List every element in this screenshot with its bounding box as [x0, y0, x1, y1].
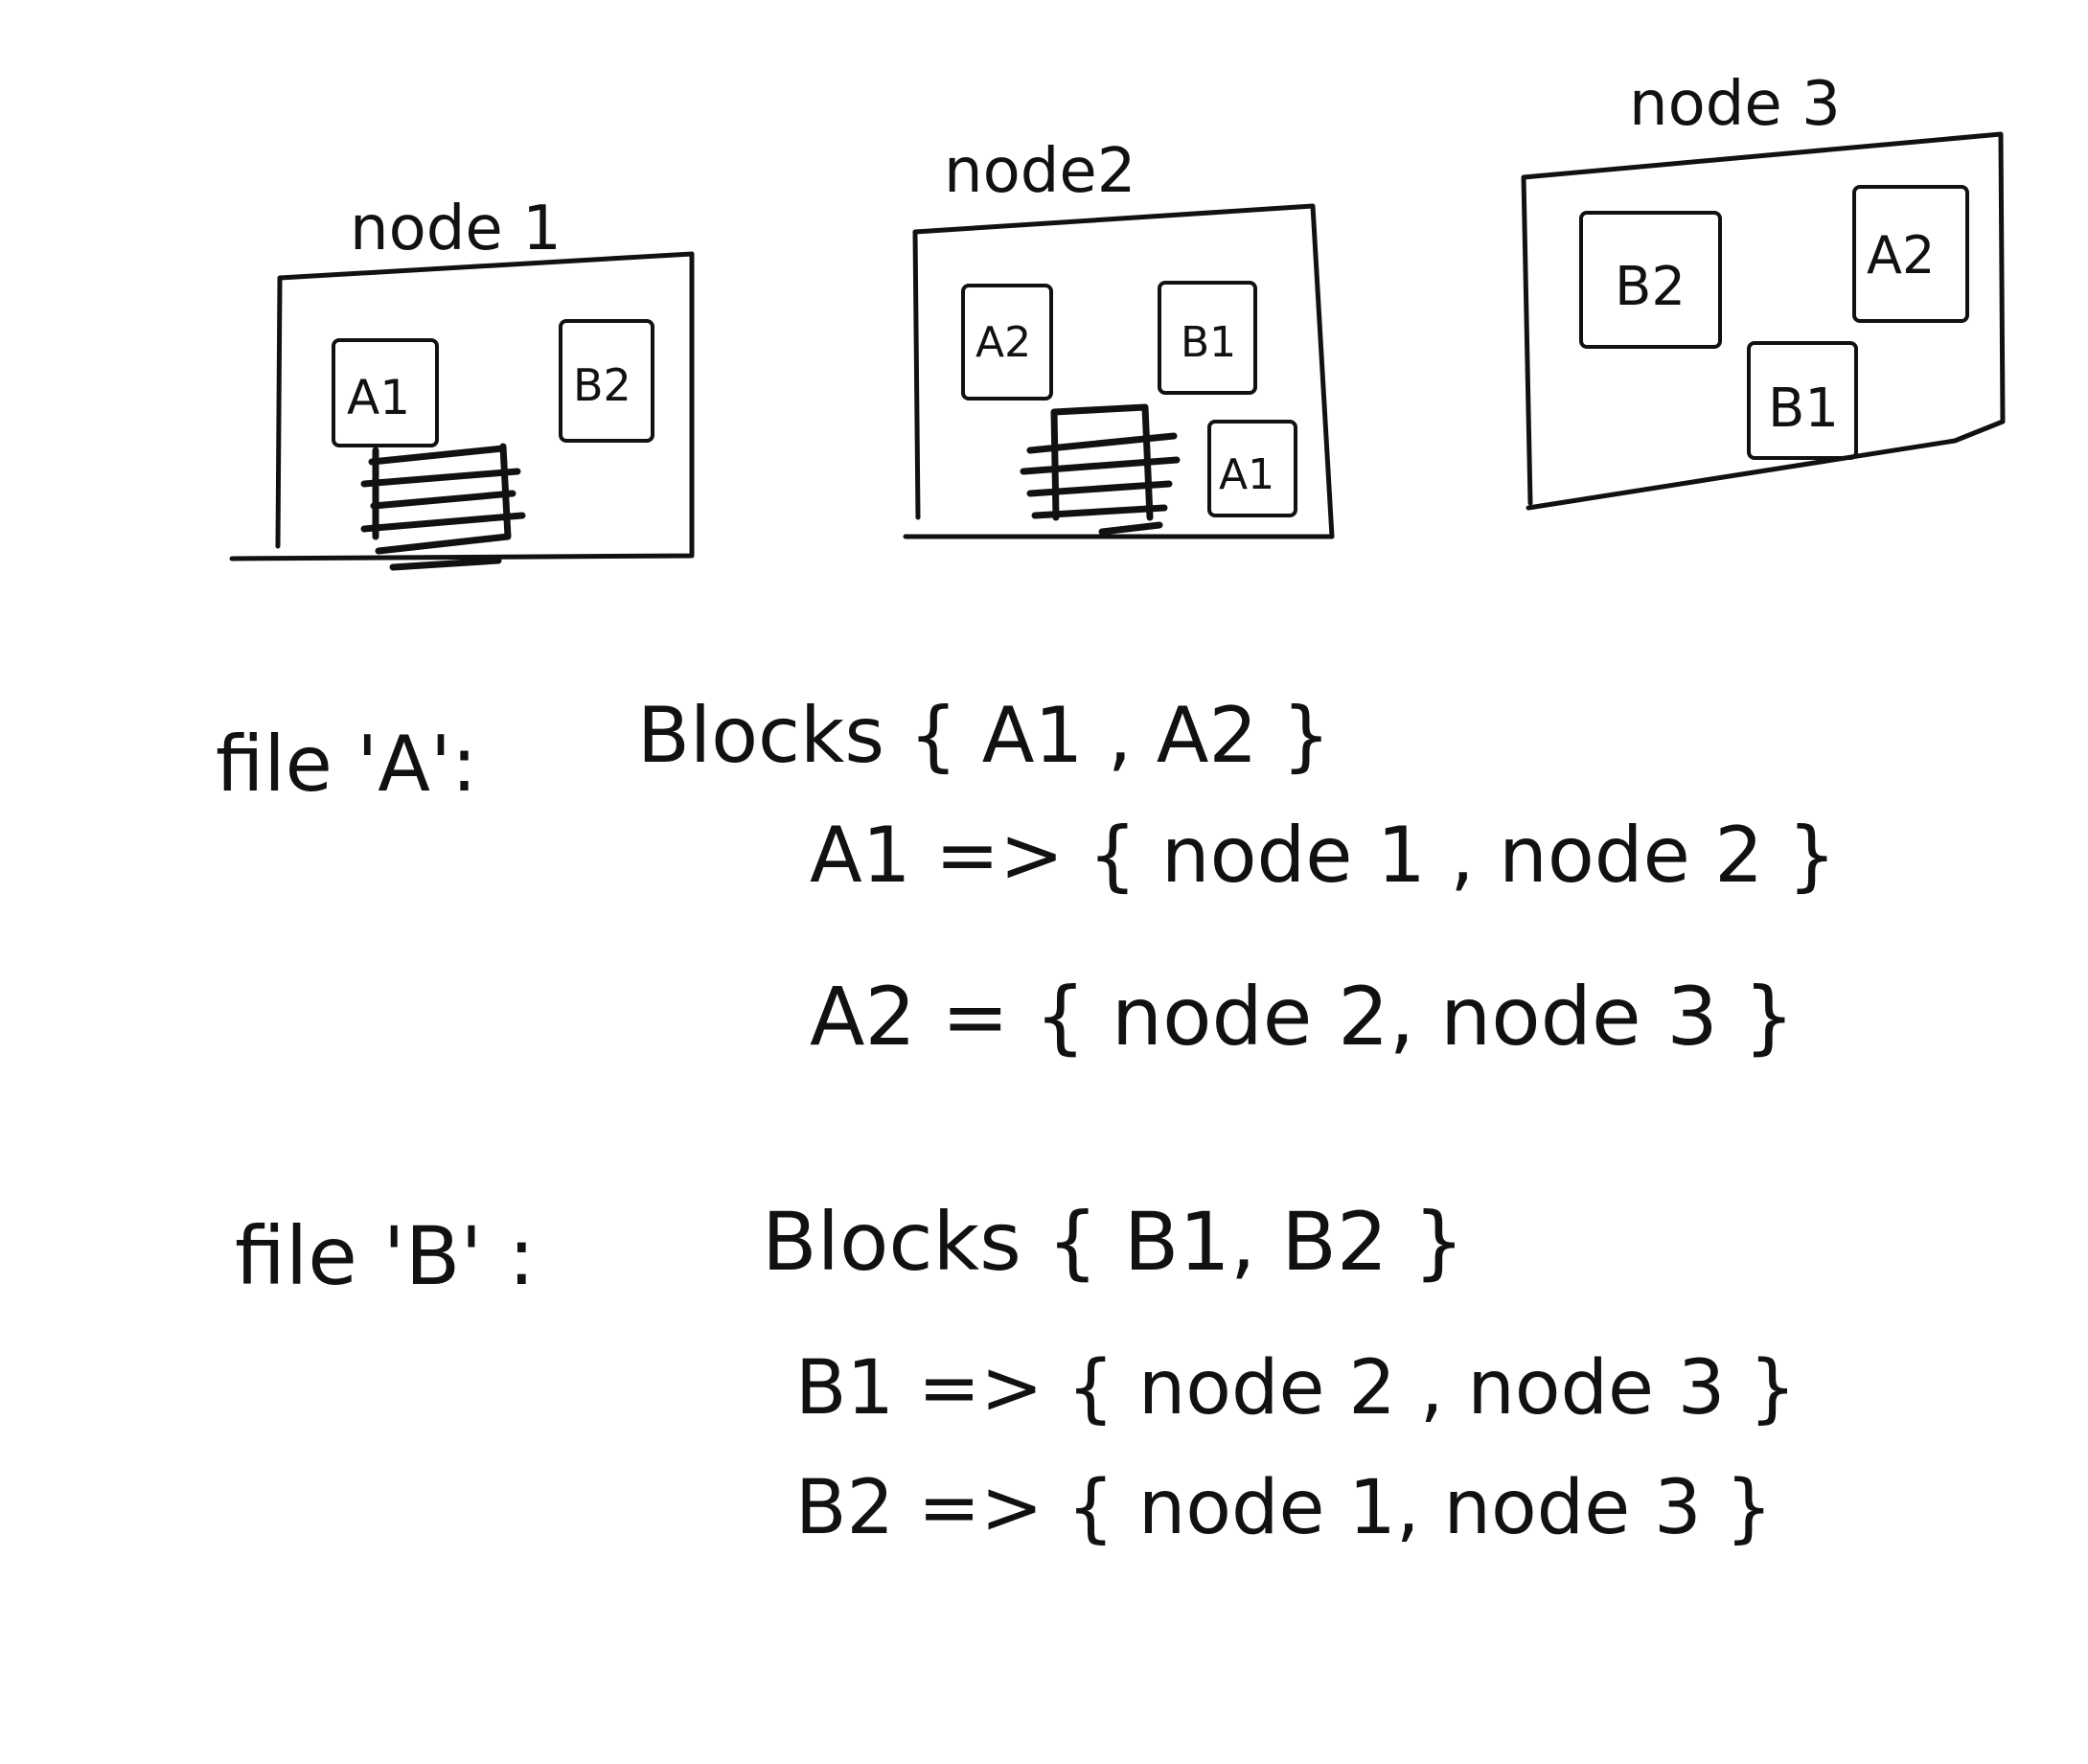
file-b-mapping-b1: B1 => { node 2 , node 3 } [795, 1345, 1797, 1432]
node-1-block-b2: B2 [559, 319, 654, 443]
node-1-block-a1-box [332, 338, 439, 447]
node-1-block-a1-label: A1 [347, 370, 410, 425]
node-3-block-b2-box [1579, 211, 1722, 349]
node-1-block-b2-label: B2 [573, 359, 631, 411]
node-3-box [1521, 131, 2006, 511]
node-2-block-a1-box [1207, 420, 1297, 517]
node-1-crossed-out-block [360, 443, 526, 571]
file-b-blocks: Blocks { B1, B2 } [762, 1195, 1464, 1289]
file-b: file 'B' : Blocks { B1, B2 } B1 => { nod… [235, 1195, 1797, 1551]
file-b-mapping-b2: B2 => { node 1, node 3 } [795, 1465, 1773, 1551]
file-a-label: file 'A': [216, 720, 477, 809]
node-3-block-b2-label: B2 [1615, 256, 1686, 318]
node-2: node2 A2 B1 A1 [903, 136, 1335, 539]
file-a-mapping-a2: A2 = { node 2, node 3 } [810, 970, 1795, 1064]
node-2-label: node2 [944, 136, 1136, 207]
node-2-block-a1: A1 [1207, 420, 1297, 517]
node-1-label: node 1 [350, 194, 562, 264]
node-2-box [903, 203, 1335, 539]
node-1: node 1 A1 B2 [229, 194, 695, 571]
node-2-block-b1-label: B1 [1181, 318, 1236, 367]
node-3-block-b2: B2 [1579, 211, 1722, 349]
node-1-box [229, 251, 695, 561]
node-2-crossed-out-block [1020, 403, 1181, 536]
node-3-block-a2-label: A2 [1867, 225, 1935, 286]
node-3-block-b1-label: B1 [1768, 378, 1839, 440]
node-3-block-b1-box [1747, 341, 1858, 460]
node-3-block-a2-box [1852, 185, 1969, 323]
node-2-block-b1-box [1158, 281, 1257, 395]
node-2-block-a1-label: A1 [1219, 450, 1274, 499]
file-b-label: file 'B' : [235, 1209, 535, 1303]
node-2-block-b1: B1 [1158, 281, 1257, 395]
node-3: node 3 B2 A2 B1 [1521, 69, 2006, 511]
file-a-mapping-a1: A1 => { node 1 , node 2 } [810, 811, 1836, 900]
node-2-block-a2-box [961, 284, 1053, 401]
node-3-block-b1: B1 [1747, 341, 1858, 460]
node-2-block-a2-label: A2 [975, 318, 1031, 367]
node-3-label: node 3 [1629, 69, 1841, 140]
node-1-block-a1: A1 [332, 338, 439, 447]
node-2-block-a2: A2 [961, 284, 1053, 401]
file-a: file 'A': Blocks { A1 , A2 } A1 => { nod… [216, 691, 1836, 1064]
file-a-blocks: Blocks { A1 , A2 } [637, 691, 1331, 780]
node-3-block-a2: A2 [1852, 185, 1969, 323]
node-1-block-b2-box [559, 319, 654, 443]
